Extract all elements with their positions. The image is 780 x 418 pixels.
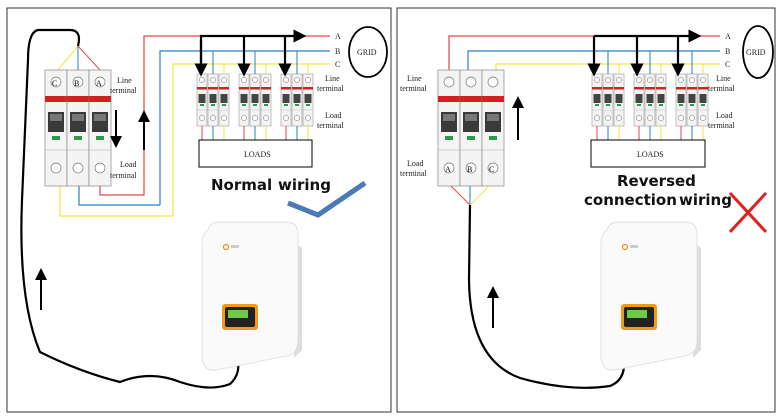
grid-circle bbox=[348, 26, 388, 78]
grid-label: GRID bbox=[357, 48, 377, 57]
phase-c-label: C bbox=[335, 60, 340, 69]
svg-text:GRID: GRID bbox=[746, 48, 766, 57]
svg-text:Line: Line bbox=[407, 74, 422, 83]
breaker-label-c: C bbox=[52, 79, 57, 88]
svg-text:B: B bbox=[467, 165, 472, 174]
svg-text:Load: Load bbox=[716, 111, 732, 120]
svg-text:C: C bbox=[725, 60, 730, 69]
svg-text:terminal: terminal bbox=[110, 171, 137, 180]
svg-text:terminal: terminal bbox=[317, 84, 344, 93]
svg-text:terminal: terminal bbox=[708, 84, 735, 93]
phase-a-label: A bbox=[335, 32, 341, 41]
panel-reversed-border bbox=[396, 7, 776, 413]
reversed-title-2a: connection bbox=[584, 191, 677, 209]
phase-c-line bbox=[172, 63, 330, 216]
reversed-title-2b: wiring bbox=[679, 191, 732, 209]
panel-normal-border bbox=[6, 7, 392, 413]
svg-text:terminal: terminal bbox=[317, 121, 344, 130]
line-terminal-label: Line bbox=[117, 76, 132, 85]
inverter-cable bbox=[20, 28, 240, 389]
svg-text:terminal: terminal bbox=[400, 84, 427, 93]
check-icon bbox=[287, 180, 367, 218]
breaker-label-b: B bbox=[74, 79, 79, 88]
cross-icon bbox=[728, 191, 768, 234]
svg-text:C: C bbox=[489, 165, 494, 174]
breaker-label-a: A bbox=[96, 79, 102, 88]
main-breaker: C B A bbox=[44, 69, 112, 187]
load-terminal-label: Load bbox=[120, 160, 136, 169]
svg-text:terminal: terminal bbox=[110, 86, 137, 95]
loads-label: LOADS bbox=[244, 150, 271, 159]
load-breakers bbox=[196, 73, 314, 127]
panel-reversed: A B C GRID A B C Line terminal Load term… bbox=[400, 25, 774, 389]
main-breaker-reversed: A B C bbox=[437, 69, 505, 187]
loads-box bbox=[198, 139, 313, 168]
svg-text:A: A bbox=[725, 32, 731, 41]
normal-title-1: Normal bbox=[211, 176, 272, 194]
svg-text:Load: Load bbox=[407, 159, 423, 168]
inverter-image bbox=[201, 221, 303, 371]
phase-b-label: B bbox=[335, 47, 340, 56]
svg-text:terminal: terminal bbox=[400, 169, 427, 178]
normal-title-2: wiring bbox=[278, 176, 331, 194]
svg-text:Load: Load bbox=[325, 111, 341, 120]
svg-text:LOADS: LOADS bbox=[637, 150, 664, 159]
reversed-title-1: Reversed bbox=[617, 172, 696, 190]
phase-b-line bbox=[159, 50, 330, 205]
svg-text:B: B bbox=[725, 47, 730, 56]
svg-text:Line: Line bbox=[716, 74, 731, 83]
svg-text:Line: Line bbox=[325, 74, 340, 83]
svg-text:A: A bbox=[445, 165, 451, 174]
panel-normal: A B C GRID C B A Line terminal Load term… bbox=[20, 26, 388, 389]
svg-text:terminal: terminal bbox=[708, 121, 735, 130]
